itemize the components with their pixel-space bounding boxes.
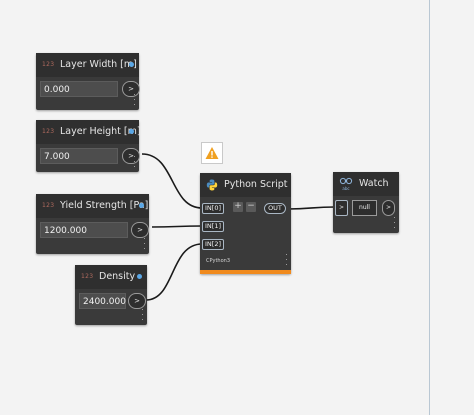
- number-tag: 123: [42, 61, 55, 68]
- node-header[interactable]: 123 Yield Strength [Pa]: [36, 194, 149, 218]
- remove-input-button[interactable]: −: [246, 201, 256, 212]
- python-icon: [206, 179, 218, 191]
- wire-yield-to-in1: [151, 225, 203, 228]
- engine-label[interactable]: CPython3: [206, 258, 231, 264]
- output-port[interactable]: >: [382, 200, 395, 216]
- number-tag: 123: [42, 128, 55, 135]
- node-header[interactable]: 123 Layer Height [m]: [36, 120, 141, 144]
- number-input[interactable]: 1200.000: [40, 222, 128, 238]
- more-vertical-icon[interactable]: ···: [393, 214, 396, 232]
- more-vertical-icon[interactable]: ···: [133, 91, 136, 109]
- node-python-script[interactable]: Python Script IN[0] IN[1] IN[2] + − OUT …: [200, 173, 291, 274]
- output-port[interactable]: >: [122, 148, 140, 164]
- preview-dot-icon: [139, 203, 144, 208]
- status-bar: [200, 270, 291, 274]
- input-port-in0[interactable]: IN[0]: [202, 203, 224, 214]
- number-tag: 123: [81, 273, 94, 280]
- node-title: Layer Width [m]: [60, 59, 137, 70]
- add-input-button[interactable]: +: [233, 201, 243, 212]
- node-header[interactable]: 123 Density: [75, 265, 147, 289]
- output-port[interactable]: >: [131, 222, 149, 238]
- node-layer-width[interactable]: 123 Layer Width [m] 0.000 > ···: [36, 53, 140, 110]
- node-yield-strength[interactable]: 123 Yield Strength [Pa] 1200.000 > ···: [36, 194, 149, 254]
- number-tag: 123: [42, 202, 55, 209]
- number-input[interactable]: 2400.000: [79, 293, 126, 309]
- preview-dot-icon: [129, 62, 134, 67]
- input-port[interactable]: >: [335, 200, 348, 216]
- preview-dot-icon: [129, 129, 134, 134]
- node-header[interactable]: 123 Layer Width [m]: [36, 53, 139, 77]
- node-title: Watch: [359, 178, 389, 189]
- more-vertical-icon[interactable]: ···: [143, 235, 146, 253]
- number-input[interactable]: 0.000: [40, 81, 118, 97]
- node-title: Yield Strength [Pa]: [60, 200, 149, 211]
- node-density[interactable]: 123 Density 2400.000 > ···: [75, 265, 147, 325]
- node-title: Python Script: [224, 179, 288, 190]
- number-input[interactable]: 7.000: [40, 148, 118, 164]
- wire-out-to-watch: [287, 206, 336, 210]
- more-vertical-icon[interactable]: ···: [141, 306, 144, 324]
- warning-icon: [205, 147, 219, 159]
- node-watch[interactable]: abc Watch > null > ···: [333, 172, 399, 233]
- node-header[interactable]: abc Watch: [333, 172, 399, 196]
- output-port[interactable]: OUT: [264, 203, 286, 214]
- svg-text:abc: abc: [342, 186, 349, 191]
- canvas-divider: [429, 0, 430, 415]
- more-vertical-icon[interactable]: ···: [133, 153, 136, 171]
- wire-height-to-in0: [141, 153, 203, 209]
- watch-icon: abc: [339, 177, 353, 191]
- output-port[interactable]: >: [122, 81, 140, 97]
- warning-badge[interactable]: [201, 142, 223, 164]
- watch-value: null: [352, 200, 377, 216]
- node-title: Layer Height [m]: [60, 126, 141, 137]
- input-port-in1[interactable]: IN[1]: [202, 221, 224, 232]
- preview-dot-icon: [137, 274, 142, 279]
- wire-density-to-in2: [145, 243, 203, 301]
- node-title: Density: [99, 271, 136, 282]
- output-port[interactable]: >: [128, 293, 146, 309]
- node-header[interactable]: Python Script: [200, 173, 291, 197]
- more-vertical-icon[interactable]: ···: [285, 251, 288, 269]
- node-layer-height[interactable]: 123 Layer Height [m] 7.000 > ···: [36, 120, 141, 172]
- input-port-in2[interactable]: IN[2]: [202, 239, 224, 250]
